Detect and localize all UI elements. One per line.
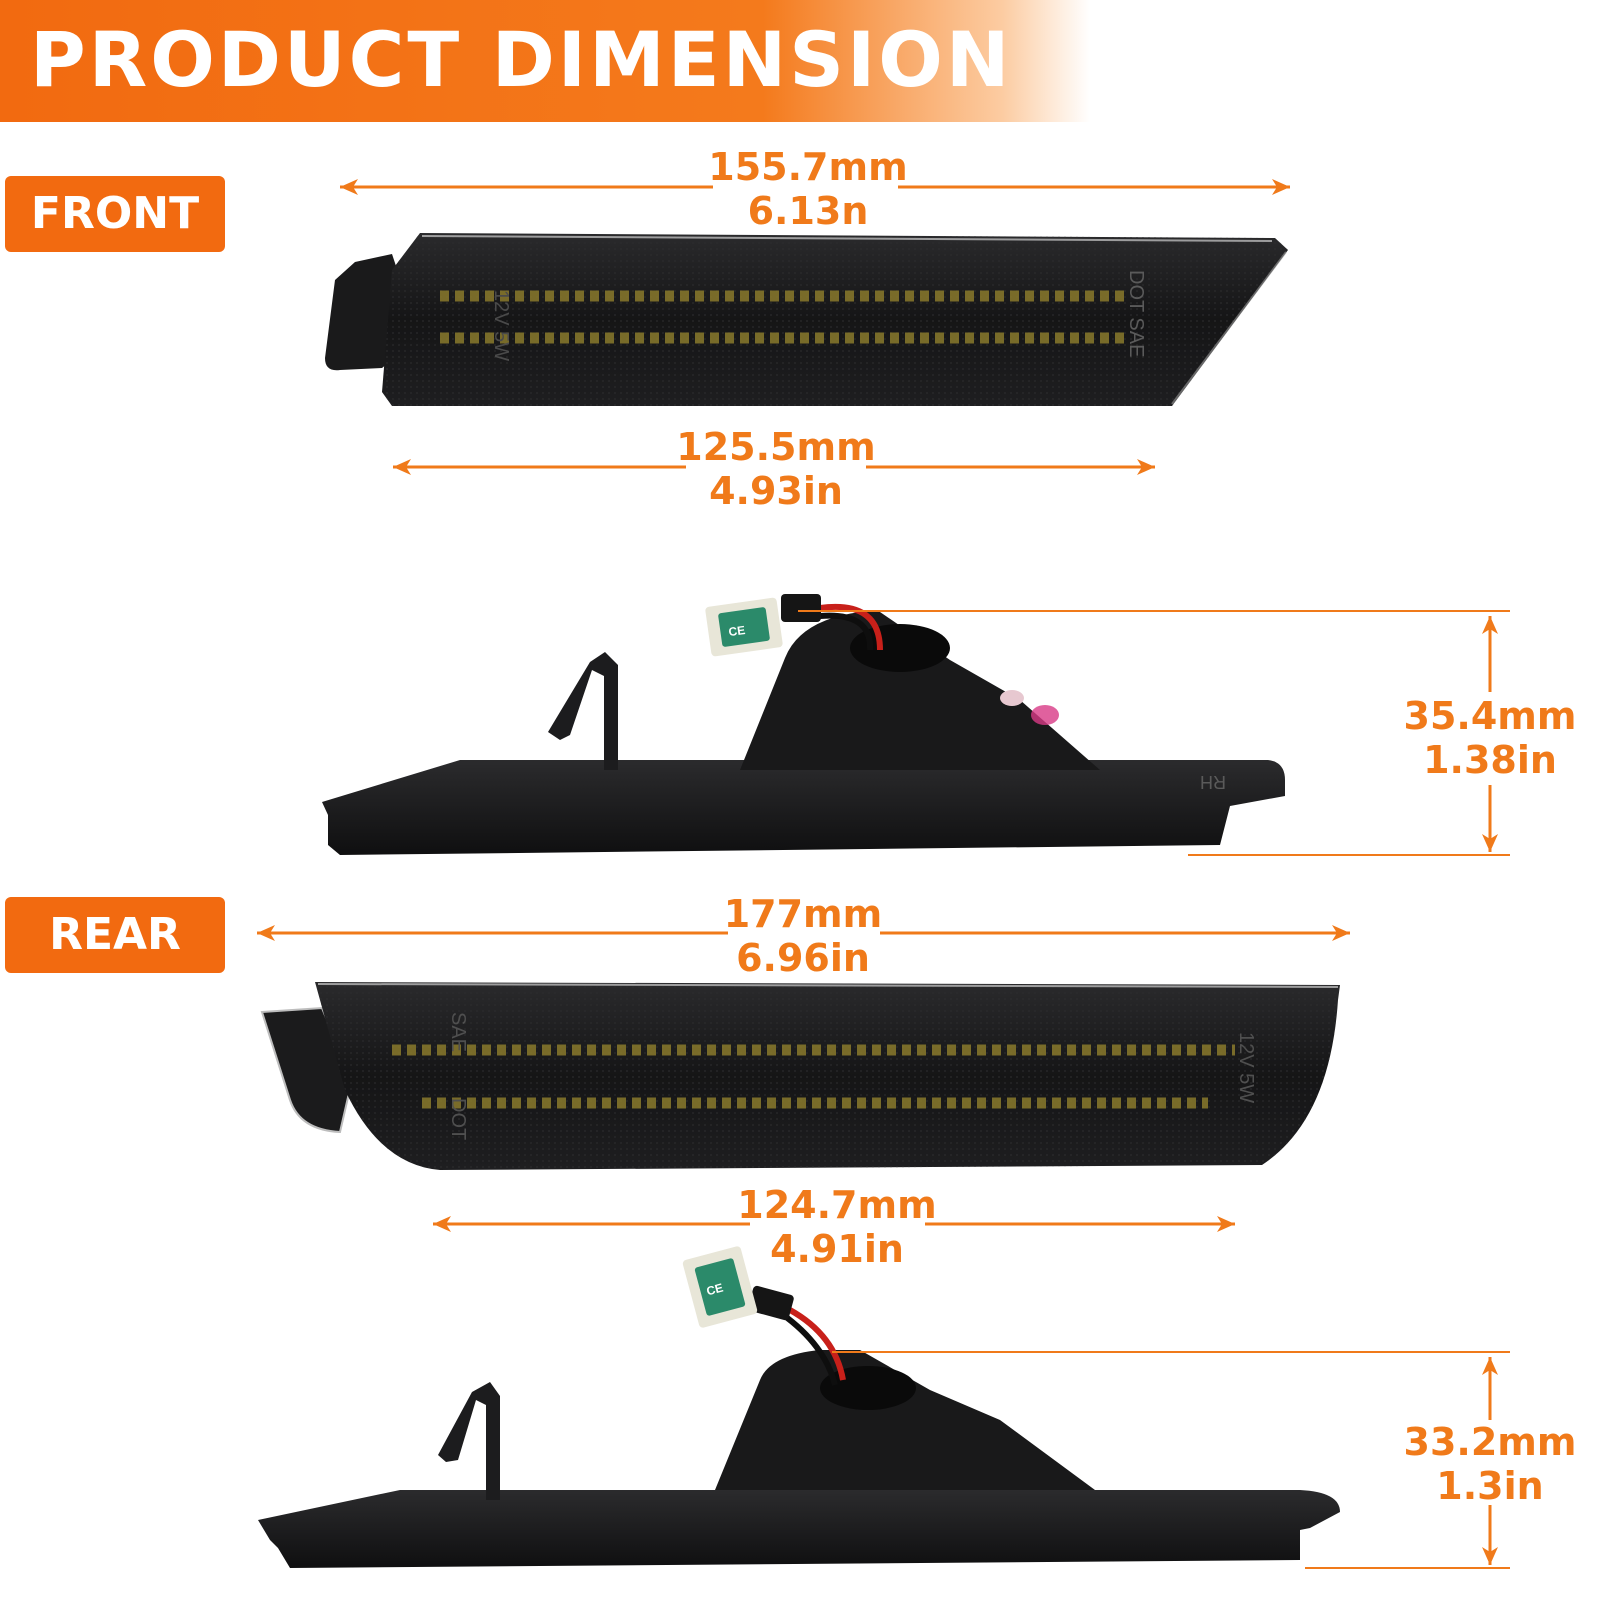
rear-length-mm: 177mm xyxy=(723,892,883,936)
front-side-profile: CE RH xyxy=(322,594,1285,855)
front-tag: FRONT xyxy=(5,176,225,252)
rear-height-mm: 33.2mm xyxy=(1403,1420,1577,1464)
rear-marking-left-bottom: DOT xyxy=(447,1098,469,1140)
front-height-mm: 35.4mm xyxy=(1403,694,1577,738)
front-marking-right: DOT SAE xyxy=(1125,270,1147,357)
front-lens-mm: 125.5mm xyxy=(676,425,876,469)
rear-lens-mm: 124.7mm xyxy=(737,1183,937,1227)
front-height-in: 1.38in xyxy=(1423,738,1557,782)
front-length-label: 155.7mm 6.13n xyxy=(708,145,908,233)
front-height-label: 35.4mm 1.38in xyxy=(1390,694,1590,782)
rear-tag: REAR xyxy=(5,897,225,973)
front-lens-label: 125.5mm 4.93in xyxy=(676,425,876,513)
rear-lens: SAE DOT 12V 5W xyxy=(260,982,1340,1170)
rear-height-in: 1.3in xyxy=(1436,1464,1544,1508)
rh-marking: RH xyxy=(1200,772,1226,792)
rear-marking-right: 12V 5W xyxy=(1235,1032,1257,1103)
rear-height-guide xyxy=(832,1351,1510,1569)
rear-side-profile: CE xyxy=(258,1246,1340,1568)
page-title: PRODUCT DIMENSION xyxy=(30,15,1013,104)
rear-length-in: 6.96in xyxy=(736,936,870,980)
rear-marking-left: SAE xyxy=(447,1012,469,1052)
rear-lens-label: 124.7mm 4.91in xyxy=(737,1183,937,1271)
rear-height-label: 33.2mm 1.3in xyxy=(1390,1420,1590,1508)
rear-ce-mark: CE xyxy=(705,1281,725,1299)
header-banner: PRODUCT DIMENSION xyxy=(0,0,1090,122)
front-height-guide xyxy=(798,610,1510,856)
front-marking-left: 12V 5W xyxy=(490,290,512,361)
front-lens-in: 4.93in xyxy=(709,469,843,513)
front-length-mm: 155.7mm xyxy=(708,145,908,189)
front-ce-mark: CE xyxy=(728,623,746,639)
front-lens: 12V 5W DOT SAE xyxy=(325,233,1288,406)
rear-length-label: 177mm 6.96in xyxy=(703,892,903,980)
front-length-in: 6.13n xyxy=(747,189,869,233)
rear-lens-in: 4.91in xyxy=(770,1227,904,1271)
